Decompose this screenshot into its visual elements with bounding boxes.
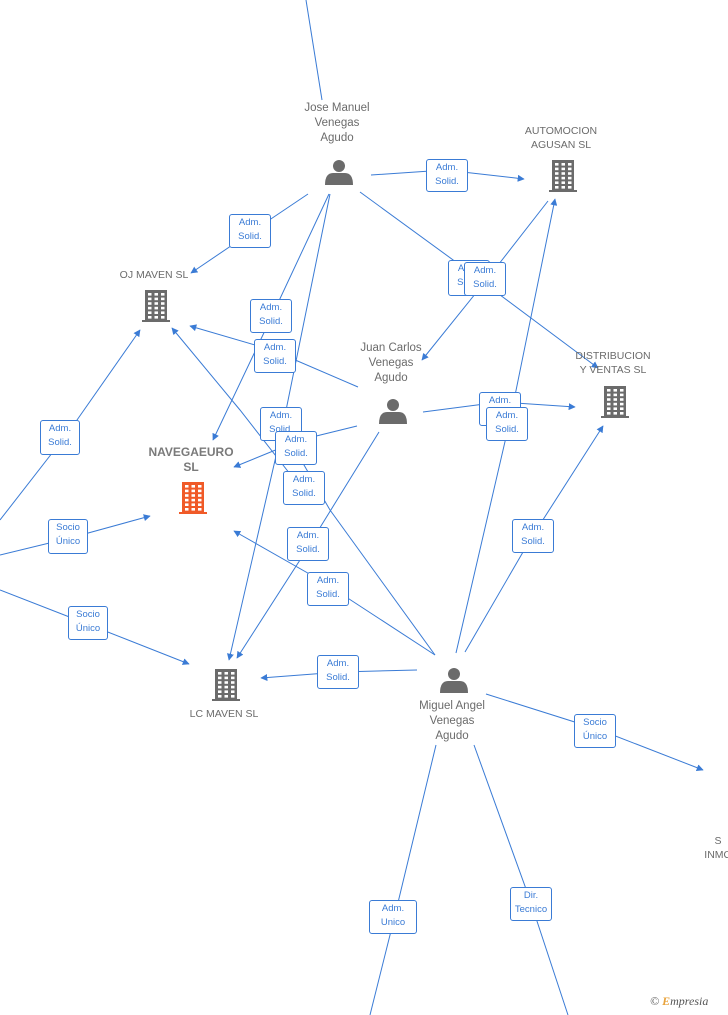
relation-label[interactable]: Adm. Solid.	[283, 471, 325, 505]
relation-edge	[171, 327, 309, 498]
company-name-label[interactable]: OJ MAVEN SL	[119, 269, 189, 281]
relation-edge	[369, 744, 437, 1015]
relation-label[interactable]: Adm. Unico	[369, 900, 417, 934]
person-icon	[440, 668, 468, 693]
relation-label[interactable]: Adm. Solid.	[287, 527, 329, 561]
relation-label[interactable]: Adm. Solid.	[229, 214, 271, 248]
person-name-label[interactable]: Jose Manuel Venegas Agudo	[304, 102, 370, 144]
company-name-label[interactable]: DISTRIBUCION Y VENTAS SL	[575, 350, 651, 376]
relation-label[interactable]: Socio Único	[68, 606, 108, 640]
relation-label[interactable]: Adm. Solid.	[317, 655, 359, 689]
person-icon	[379, 399, 407, 424]
relation-label[interactable]: Socio Único	[574, 714, 616, 748]
company-name-label[interactable]: S INMO	[704, 835, 728, 861]
brand-initial: E	[662, 994, 671, 1008]
person-name-label[interactable]: Miguel Angel Venegas Agudo	[419, 700, 485, 742]
person-name-label[interactable]: Juan Carlos Venegas Agudo	[360, 342, 422, 384]
building-icon	[549, 160, 577, 192]
company-name-label[interactable]: AUTOMOCION AGUSAN SL	[524, 125, 598, 151]
copyright-icon: ©	[650, 994, 660, 1008]
building-icon	[179, 482, 207, 514]
relation-label[interactable]: Adm. Solid.	[426, 159, 468, 192]
empresia-watermark: © Empresia	[650, 994, 708, 1009]
relation-label[interactable]: Adm. Solid.	[40, 420, 80, 455]
relation-label[interactable]: Dir. Tecnico	[510, 887, 552, 921]
relation-label[interactable]: Adm. Solid.	[512, 519, 554, 553]
company-name-label[interactable]: LC MAVEN SL	[189, 708, 259, 720]
relation-edge	[473, 744, 569, 1015]
relation-label[interactable]: Adm. Solid.	[250, 299, 292, 333]
relation-edge	[305, 0, 323, 101]
relation-label[interactable]: Adm. Solid.	[254, 339, 296, 373]
relation-label[interactable]: Adm. Solid.	[275, 431, 317, 465]
relation-label[interactable]: Adm. Solid.	[486, 407, 528, 441]
company-name-label[interactable]: NAVEGAEURO SL	[148, 445, 234, 474]
building-icon	[212, 669, 240, 701]
person-icon	[325, 160, 353, 185]
building-icon	[601, 386, 629, 418]
relation-label[interactable]: Adm. Solid.	[307, 572, 349, 606]
brand-name: mpresia	[670, 994, 709, 1008]
relation-label[interactable]: Adm. Solid.	[464, 262, 506, 296]
building-icon	[142, 290, 170, 322]
relation-label[interactable]: Socio Único	[48, 519, 88, 554]
